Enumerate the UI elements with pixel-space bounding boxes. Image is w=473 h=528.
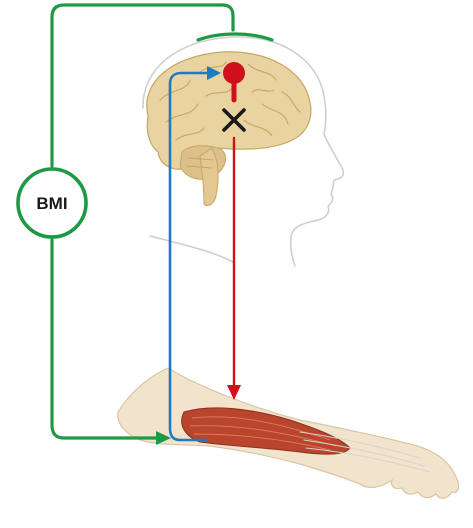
bmi-label: BMI [36, 194, 67, 213]
red-dot-icon [223, 62, 245, 84]
brainstem [200, 148, 218, 206]
bmi-decoder-node: BMI [18, 169, 86, 237]
